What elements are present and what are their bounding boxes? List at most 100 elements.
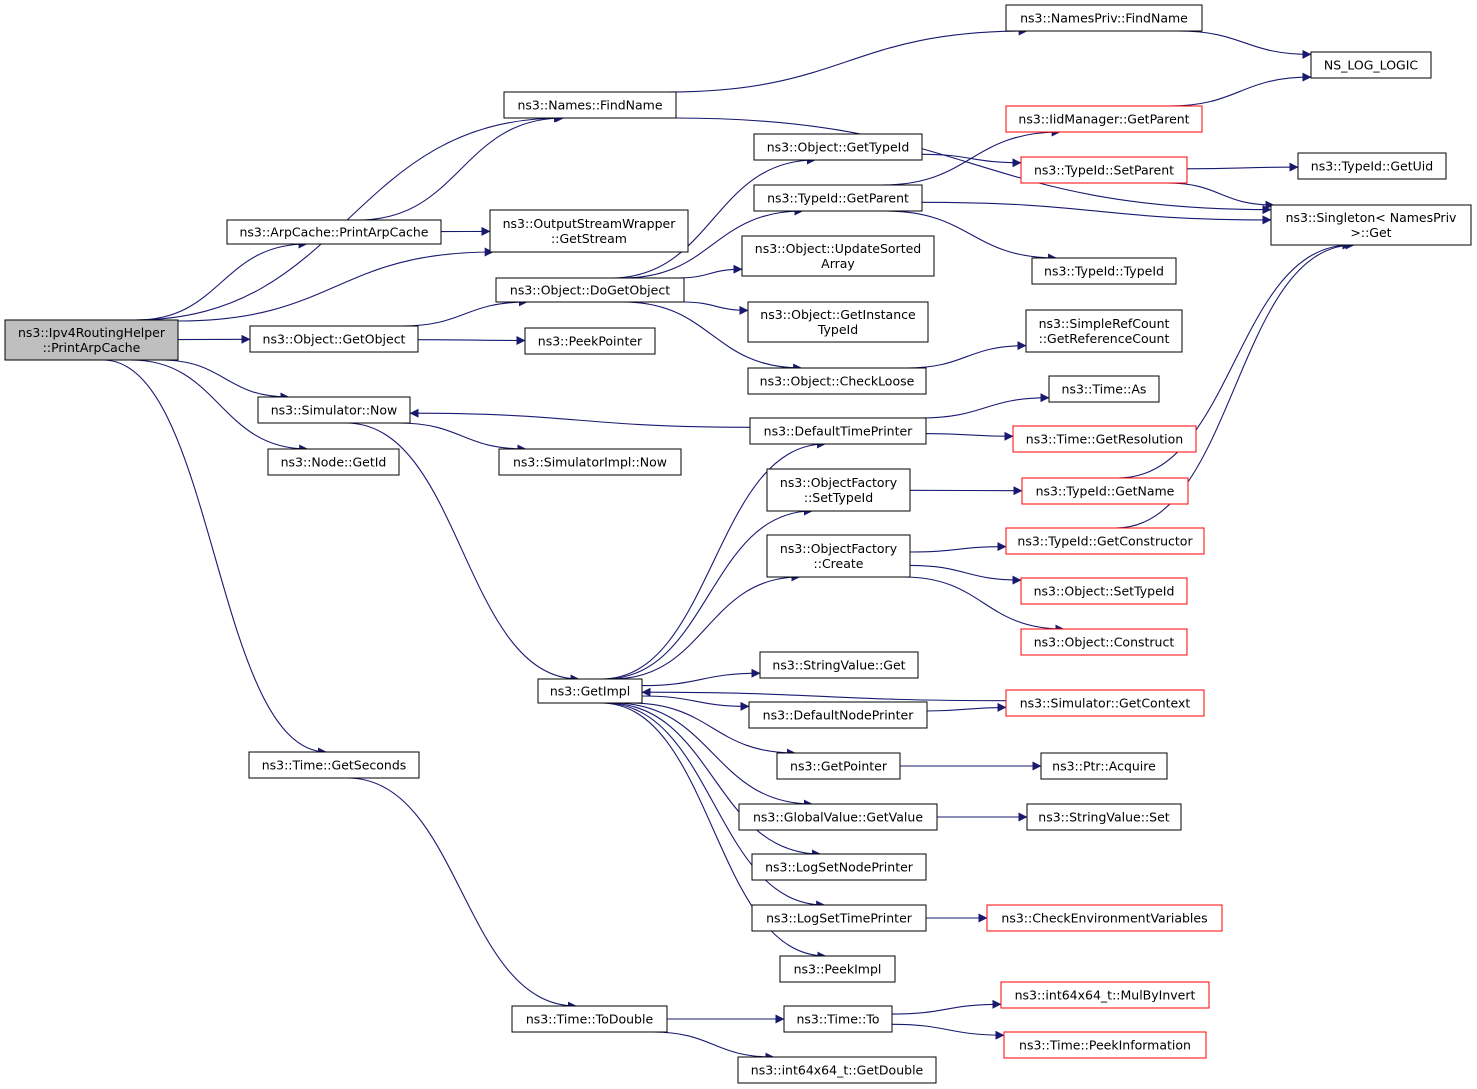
node-box [737,1056,937,1084]
edge-object_getobject-to-peekpointer [417,335,526,345]
node-stringvalue-set[interactable]: ns3::StringValue::Set [1026,803,1182,831]
node-peekpointer[interactable]: ns3::PeekPointer [524,327,656,355]
node-box [257,396,411,424]
node-time-getresolution[interactable]: ns3::Time::GetResolution [1012,425,1197,453]
node-ptr-acquire[interactable]: ns3::Ptr::Acquire [1040,752,1168,780]
node-label: ns3::StringValue::Get [772,658,905,673]
node-logsetnodeprinter[interactable]: ns3::LogSetNodePrinter [751,853,927,881]
node-arpcache-print[interactable]: ns3::ArpCache::PrintArpCache [226,219,442,245]
node-node-getid[interactable]: ns3::Node::GetId [267,448,400,476]
node-objectfactory-settypeid[interactable]: ns3::ObjectFactory::SetTypeId [766,468,911,512]
node-object-settypeid[interactable]: ns3::Object::SetTypeId [1020,577,1188,605]
edge-object_dogetobject-to-object_getinstancetypeid [682,301,749,315]
node-typeid-getuid[interactable]: ns3::TypeId::GetUid [1297,152,1447,180]
node-time-todouble[interactable]: ns3::Time::ToDouble [511,1005,668,1033]
node-label: ns3::Object::UpdateSorted [755,241,921,256]
node-simulator-now[interactable]: ns3::Simulator::Now [257,396,411,424]
node-typeid-getconstructor[interactable]: ns3::TypeId::GetConstructor [1005,527,1205,555]
node-object-dogetobject[interactable]: ns3::Object::DoGetObject [495,277,685,303]
node-names-find[interactable]: ns3::Names::FindName [503,91,677,119]
node-box [986,904,1223,932]
node-box [1005,527,1205,555]
node-label: ns3::TypeId::GetName [1036,484,1175,499]
node-int64-mulbyinvert[interactable]: ns3::int64x64_t::MulByInvert [1000,981,1210,1009]
node-objectfactory-create[interactable]: ns3::ObjectFactory::Create [766,534,911,578]
node-box [779,955,896,983]
node-time-peekinformation[interactable]: ns3::Time::PeekInformation [1003,1031,1207,1059]
node-object-getobject[interactable]: ns3::Object::GetObject [249,325,419,353]
node-typeid-getname[interactable]: ns3::TypeId::GetName [1021,477,1189,505]
node-stringvalue-get[interactable]: ns3::StringValue::Get [759,651,919,679]
edge-typeid_getparent-to-typeid_typeid [885,210,1058,263]
node-label: ns3::Object::GetTypeId [767,140,910,155]
node-box [1048,375,1160,403]
node-object-construct[interactable]: ns3::Object::Construct [1020,628,1188,656]
edge-root-to-simulator_now [160,359,290,402]
node-box [495,277,685,303]
node-box [537,678,643,704]
node-typeid-typeid[interactable]: ns3::TypeId::TypeId [1031,257,1177,285]
node-getimpl[interactable]: ns3::GetImpl [537,678,643,704]
edge-names_find-to-namespriv_find [666,26,1028,93]
node-time-getseconds[interactable]: ns3::Time::GetSeconds [248,751,420,779]
node-time-to[interactable]: ns3::Time::To [783,1005,893,1033]
node-label: ns3::TypeId::GetUid [1311,159,1433,174]
node-label: ns3::DefaultNodePrinter [763,708,915,723]
node-typeid-setparent[interactable]: ns3::TypeId::SetParent [1020,156,1188,184]
node-box [226,219,442,245]
edge-object_checkloose-to-simplerefcount [906,341,1027,369]
node-typeid-getparent[interactable]: ns3::TypeId::GetParent [753,184,923,212]
node-getpointer[interactable]: ns3::GetPointer [776,752,901,780]
edge-typeid_getname-to-singleton_get [1117,240,1352,479]
node-box [503,91,677,119]
edge-names_find-to-singleton_get [674,117,1272,215]
node-simulator-getcontext[interactable]: ns3::Simulator::GetContext [1005,689,1205,717]
node-box [753,184,923,212]
node-simplerefcount[interactable]: ns3::SimpleRefCount::GetReferenceCount [1025,309,1183,353]
node-globalvalue-getvalue[interactable]: ns3::GlobalValue::GetValue [738,803,938,831]
node-label: ns3::Simulator::GetContext [1020,696,1191,711]
node-box [749,417,927,445]
node-object-checkloose[interactable]: ns3::Object::CheckLoose [747,367,927,395]
node-box [1310,51,1432,79]
node-time-as[interactable]: ns3::Time::As [1048,375,1160,403]
node-peekimpl[interactable]: ns3::PeekImpl [779,955,896,983]
node-label: ns3::Time::ToDouble [526,1012,654,1027]
node-simulatorimpl-now[interactable]: ns3::SimulatorImpl::Now [498,448,682,476]
node-label: ns3::Singleton< NamesPriv [1286,210,1457,225]
node-logsettimeprinter[interactable]: ns3::LogSetTimePrinter [751,904,927,932]
edge-getimpl-to-defaultnodeprinter [641,695,750,711]
node-box [249,325,419,353]
edge-arpcache_print-to-names_find [358,113,565,221]
node-object-gettypeid[interactable]: ns3::Object::GetTypeId [753,133,923,161]
edge-iidmanager_getparent-to-ns_log_logic [1168,72,1312,107]
node-label: ns3::Object::DoGetObject [510,283,670,298]
node-defaulttimeprinter[interactable]: ns3::DefaultTimePrinter [749,417,927,445]
node-label: ns3::Time::GetSeconds [262,758,407,773]
edge-getimpl-to-stringvalue_get [641,668,761,687]
node-label: ns3::PeekPointer [538,334,643,349]
node-singleton-get[interactable]: ns3::Singleton< NamesPriv>::Get [1270,204,1472,246]
node-iidmanager-getparent[interactable]: ns3::IidManager::GetParent [1005,105,1203,133]
node-box [1297,152,1447,180]
node-label: ns3::Object::GetObject [263,332,406,347]
node-label: ns3::OutputStreamWrapper [503,216,677,231]
node-int64-getdouble[interactable]: ns3::int64x64_t::GetDouble [737,1056,937,1084]
node-label: ns3::ArpCache::PrintArpCache [240,225,429,240]
node-namespriv-find[interactable]: ns3::NamesPriv::FindName [1005,4,1203,32]
edge-namespriv_find-to-ns_log_logic [1177,30,1312,59]
edge-getimpl-to-objectfactory_settypeid [604,506,813,680]
node-ns-log-logic[interactable]: NS_LOG_LOGIC [1310,51,1432,79]
edge-time_getseconds-to-time_todouble [347,777,577,1011]
edge-objectfactory_create-to-typeid_getconstructor [909,542,1007,553]
node-box [753,133,923,161]
node-label: ns3::Object::CheckLoose [760,374,915,389]
node-osw-getstream[interactable]: ns3::OutputStreamWrapper::GetStream [489,209,689,253]
edge-getimpl-to-getpointer [629,702,796,758]
node-checkenvvars[interactable]: ns3::CheckEnvironmentVariables [986,904,1223,932]
node-box [776,752,901,780]
node-defaultnodeprinter[interactable]: ns3::DefaultNodePrinter [748,701,928,729]
